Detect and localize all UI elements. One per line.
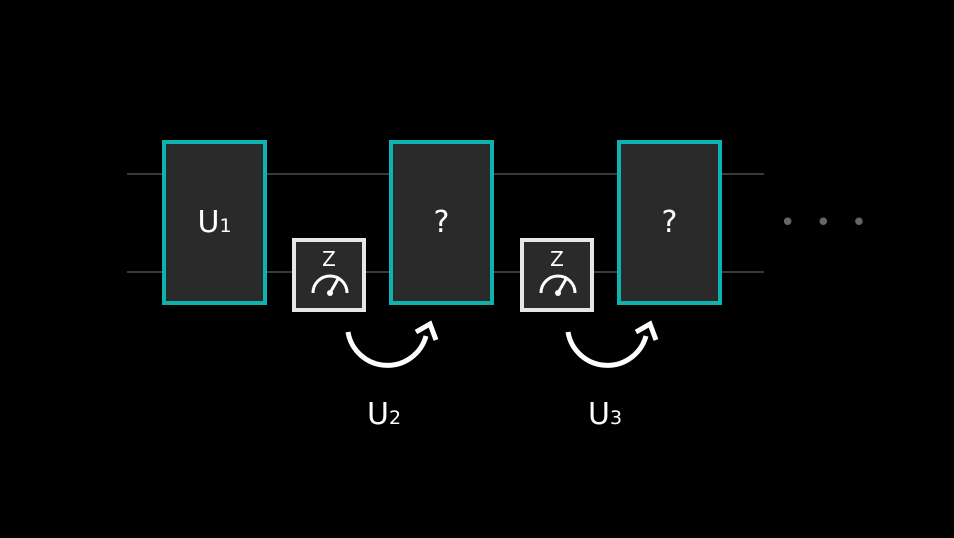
gate-u1: U1 [162, 140, 267, 305]
feedforward-arrow-2 [565, 320, 659, 368]
gate-unknown-2: ? [617, 140, 722, 305]
measurement-z-1: Z [292, 238, 366, 312]
meter-icon [311, 274, 349, 296]
gate-unknown-1-label: ? [433, 205, 450, 240]
measurement-z-2: Z [520, 238, 594, 312]
gate-u1-label: U1 [197, 205, 232, 240]
gate-unknown-2-label: ? [661, 205, 678, 240]
feedforward-arrow-1 [345, 320, 439, 368]
measurement-basis-label: Z [550, 247, 564, 271]
meter-icon [539, 274, 577, 296]
gate-unknown-1: ? [389, 140, 494, 305]
feedforward-label-u2: U2 [367, 397, 402, 432]
continuation-ellipsis: • • • [780, 208, 873, 238]
measurement-basis-label: Z [322, 247, 336, 271]
feedforward-label-u3: U3 [588, 397, 623, 432]
